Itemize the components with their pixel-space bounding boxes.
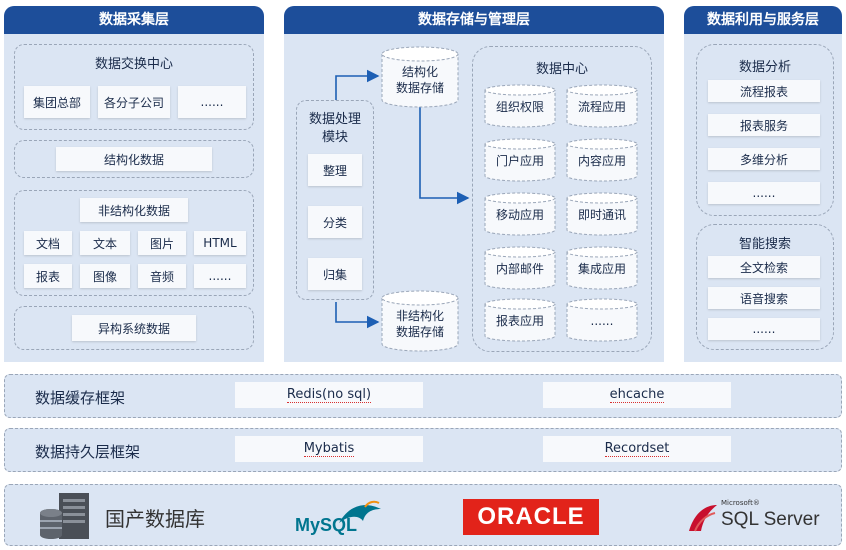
persistence-item-text: Mybatis <box>303 441 355 457</box>
structured-data-box: 结构化数据 <box>56 147 212 171</box>
data-center-app-cylinder: 门户应用 <box>484 138 556 182</box>
database-band: 国产数据库 MySQL ORACLE Microsoft® SQL Server <box>4 484 842 546</box>
exchange-item: ...... <box>178 86 246 118</box>
search-title: 智能搜索 <box>738 237 791 252</box>
processing-module-subtitle: 模块 <box>321 130 348 145</box>
service-layer-header: 数据利用与服务层 <box>684 6 842 34</box>
data-center-app-cylinder: 内容应用 <box>566 138 638 182</box>
sqlserver-icon <box>689 505 717 532</box>
data-center-group <box>472 46 652 352</box>
heterogeneous-data-group <box>14 306 254 350</box>
unstructured-storage-label-1: 非结构化 <box>395 309 444 323</box>
server-database-icon <box>40 493 89 539</box>
collection-layer-panel <box>4 6 264 362</box>
unstructured-item: 图像 <box>80 264 130 288</box>
domestic-db-label: 国产数据库 <box>105 507 205 531</box>
analysis-item: ...... <box>708 182 820 204</box>
sqlserver-logo-text: SQL Server <box>721 509 820 530</box>
sqlserver-small-text: Microsoft® <box>721 499 760 507</box>
persistence-framework-item: Recordset <box>543 436 731 462</box>
data-center-app-cylinder: 报表应用 <box>484 298 556 342</box>
mysql-logo-text: MySQL <box>295 515 358 535</box>
data-center-app-label: 报表应用 <box>495 314 544 328</box>
data-center-app-cylinder: 流程应用 <box>566 84 638 128</box>
search-item: 全文检索 <box>708 256 820 278</box>
unstructured-item: 图片 <box>138 231 186 255</box>
data-center-app-cylinder: 移动应用 <box>484 192 556 236</box>
exchange-item: 各分子公司 <box>98 86 170 118</box>
data-center-app-label: 内部邮件 <box>495 262 544 276</box>
data-center-app-label: 内容应用 <box>577 154 626 168</box>
sqlserver-logo: Microsoft® SQL Server <box>685 495 835 539</box>
unstructured-item: 音频 <box>138 264 186 288</box>
analysis-item: 流程报表 <box>708 80 820 102</box>
analysis-item: 多维分析 <box>708 148 820 170</box>
dolphin-icon <box>339 500 381 523</box>
structured-storage-label-2: 数据存储 <box>395 81 444 95</box>
data-center-app-cylinder: 组织权限 <box>484 84 556 128</box>
unstructured-data-title: 非结构化数据 <box>80 198 188 222</box>
data-center-app-label: 集成应用 <box>577 262 626 276</box>
exchange-center-title: 数据交换中心 <box>94 57 173 72</box>
unstructured-storage-label-2: 数据存储 <box>395 325 444 339</box>
processing-item: 分类 <box>308 206 362 238</box>
unstructured-item: HTML <box>194 231 246 255</box>
cache-item-text: Redis(no sql) <box>286 387 372 403</box>
cache-item-text: ehcache <box>609 387 665 403</box>
data-center-app-label: 移动应用 <box>495 208 544 222</box>
unstructured-item: 文档 <box>24 231 72 255</box>
search-group <box>696 224 834 350</box>
data-center-app-label: ...... <box>590 314 614 328</box>
processing-module-title: 数据处理 <box>308 112 361 127</box>
analysis-item: 报表服务 <box>708 114 820 136</box>
unstructured-item: 报表 <box>24 264 72 288</box>
collection-layer-header: 数据采集层 <box>4 6 264 34</box>
cache-framework-band: 数据缓存框架 Redis(no sql) ehcache <box>4 374 842 418</box>
search-item: 语音搜索 <box>708 287 820 309</box>
structured-storage-cylinder: 结构化 数据存储 <box>381 46 459 108</box>
structured-storage-label-1: 结构化 <box>401 65 438 79</box>
cache-framework-label: 数据缓存框架 <box>35 389 126 407</box>
storage-layer-header: 数据存储与管理层 <box>284 6 664 34</box>
data-center-app-label: 组织权限 <box>495 100 544 114</box>
data-center-app-cylinder: ...... <box>566 298 638 342</box>
analysis-title: 数据分析 <box>738 60 791 75</box>
persistence-framework-label: 数据持久层框架 <box>35 443 141 461</box>
search-item: ...... <box>708 318 820 340</box>
structured-data-group <box>14 140 254 178</box>
processing-item: 归集 <box>308 258 362 290</box>
unstructured-storage-cylinder: 非结构化 数据存储 <box>381 290 459 352</box>
data-center-app-cylinder: 集成应用 <box>566 246 638 290</box>
persistence-framework-band: 数据持久层框架 Mybatis Recordset <box>4 428 842 472</box>
data-center-app-cylinder: 内部邮件 <box>484 246 556 290</box>
data-center-app-label: 流程应用 <box>577 100 626 114</box>
persistence-item-text: Recordset <box>604 441 670 457</box>
processing-module-group <box>296 100 374 300</box>
oracle-logo-text: ORACLE <box>477 503 585 530</box>
exchange-item: 集团总部 <box>24 86 90 118</box>
oracle-logo: ORACLE <box>463 499 599 535</box>
cache-framework-item: Redis(no sql) <box>235 382 423 408</box>
flow-arrows <box>335 69 470 329</box>
data-center-app-label: 即时通讯 <box>577 208 626 222</box>
heterogeneous-data-box: 异构系统数据 <box>72 315 196 341</box>
unstructured-item: ...... <box>194 264 246 288</box>
unstructured-item: 文本 <box>80 231 130 255</box>
mysql-logo: MySQL <box>293 499 393 539</box>
exchange-center-group <box>14 44 254 130</box>
unstructured-data-group <box>14 190 254 296</box>
cache-framework-item: ehcache <box>543 382 731 408</box>
data-center-app-cylinder: 即时通讯 <box>566 192 638 236</box>
persistence-framework-item: Mybatis <box>235 436 423 462</box>
data-center-title: 数据中心 <box>535 62 588 77</box>
data-center-app-label: 门户应用 <box>495 154 544 168</box>
analysis-group <box>696 44 834 216</box>
processing-item: 整理 <box>308 154 362 186</box>
